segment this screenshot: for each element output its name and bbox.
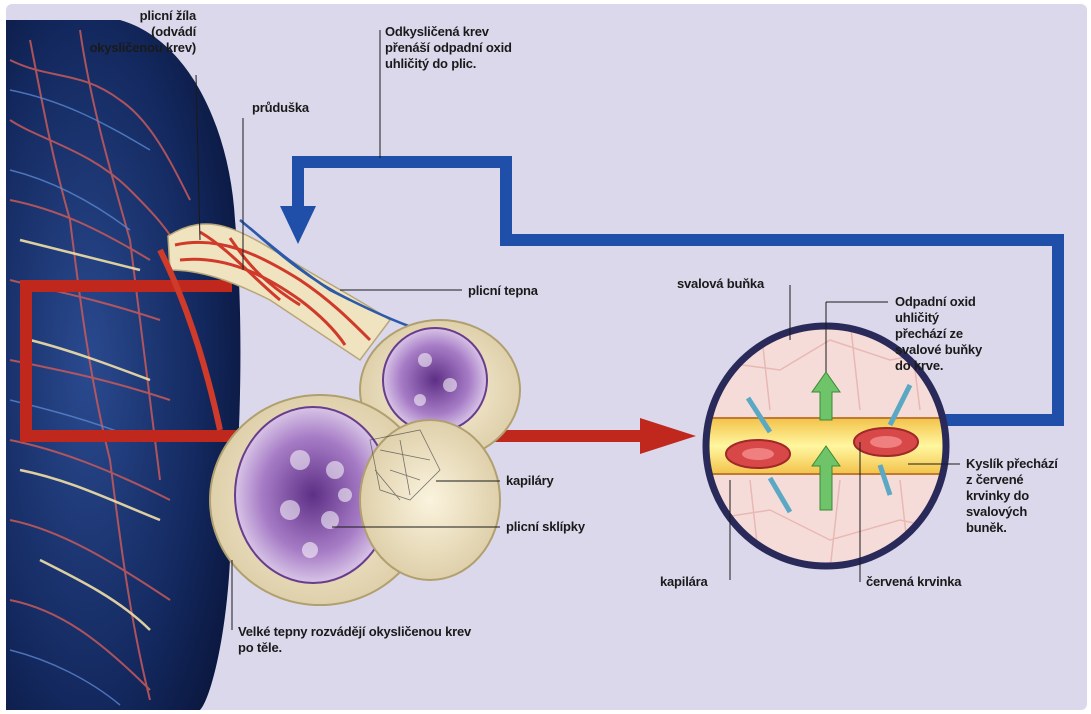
label-svalova-bunka: svalová buňka — [677, 276, 792, 292]
label-odpadni-oxid: Odpadní oxid uhličitý přechází ze svalov… — [895, 294, 1025, 374]
label-kapilara: kapilára — [660, 574, 740, 590]
label-plicni-sklipky: plicní sklípky — [506, 519, 616, 535]
label-plicni-tepna: plicní tepna — [468, 283, 578, 299]
label-cervena-krvinka: červená krvinka — [866, 574, 991, 590]
label-kapilary: kapiláry — [506, 473, 586, 489]
label-odkyslicena-krev: Odkysličená krev přenáší odpadní oxid uh… — [385, 24, 575, 72]
label-kyslik: Kyslík přechází z červené krvinky do sva… — [966, 456, 1086, 536]
label-plicni-zila: plicní žíla (odvádí okysličenou krev) — [58, 8, 196, 56]
label-pruduska: průduška — [252, 100, 342, 116]
label-velke-tepny: Velké tepny rozvádějí okysličenou krev p… — [238, 624, 558, 656]
